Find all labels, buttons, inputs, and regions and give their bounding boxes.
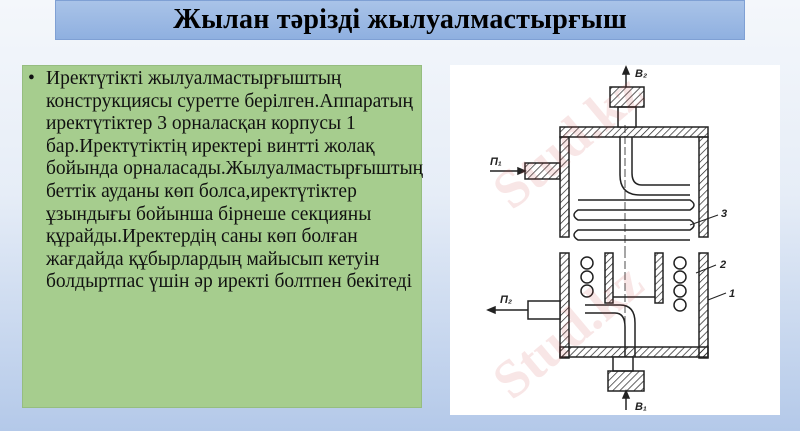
label-part-2: 2 <box>719 259 726 271</box>
label-part-3: 3 <box>721 208 727 220</box>
coil-heat-exchanger-drawing: B₂ B₁ П₁ П₂ 1 2 3 <box>486 65 735 413</box>
label-part-1: 1 <box>729 288 735 300</box>
label-p2: П₂ <box>500 294 512 306</box>
bullet-body: Иректүтікті жылуалмастырғыштың конструкц… <box>46 68 424 293</box>
slide-title-bar: Жылан тәрізді жылуалмастырғыш <box>55 0 745 40</box>
label-b2: B₂ <box>635 68 647 80</box>
heat-exchanger-diagram: B₂ B₁ П₁ П₂ 1 2 3 <box>450 65 780 415</box>
label-p1: П₁ <box>490 156 502 168</box>
slide-title: Жылан тәрізді жылуалмастырғыш <box>173 4 627 35</box>
bullet-paragraph: • Иректүтікті жылуалмастырғыштың констру… <box>28 68 433 294</box>
text-box <box>22 65 422 408</box>
label-b1: B₁ <box>635 401 647 413</box>
bullet-marker: • <box>28 68 35 89</box>
